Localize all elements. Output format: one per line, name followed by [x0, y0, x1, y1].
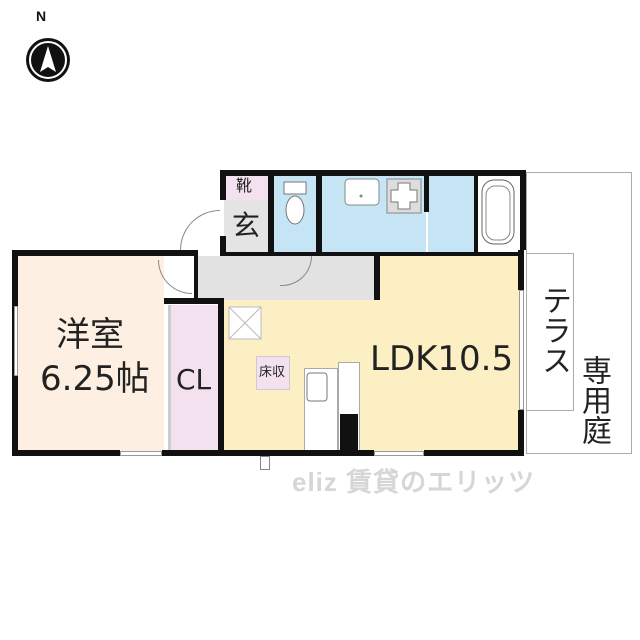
terrace-label: テラス — [536, 285, 571, 375]
shoe-box — [224, 176, 270, 200]
ldk — [376, 256, 522, 452]
wall — [268, 172, 274, 256]
wall — [518, 250, 524, 290]
compass-north-label: N — [36, 8, 47, 24]
wall — [164, 298, 224, 304]
wall — [220, 170, 526, 176]
wall — [194, 254, 198, 300]
entrance-label: 玄 — [232, 209, 261, 242]
sink-icon — [344, 178, 380, 206]
wall — [12, 450, 120, 456]
window — [374, 451, 424, 456]
window — [519, 290, 524, 410]
toilet-icon — [283, 181, 307, 225]
western-room-size: 6.25帖 — [40, 359, 150, 399]
dressing-area — [428, 176, 478, 252]
wall — [220, 236, 226, 256]
closet-label: CL — [176, 363, 212, 396]
shoe-box-label: 靴 — [236, 176, 253, 195]
wall — [474, 176, 478, 252]
western-room — [16, 253, 164, 451]
private-garden-label: 専用庭 — [576, 355, 611, 445]
watermark: eliz 賃貸のエリッツ — [292, 467, 536, 497]
wall — [218, 300, 224, 454]
kitchen-sink-icon — [306, 372, 328, 402]
entrance-door[interactable] — [180, 210, 220, 250]
wall — [316, 172, 322, 256]
wall — [424, 450, 524, 456]
ldk-label: LDK10.5 — [370, 339, 514, 379]
floor-storage — [256, 356, 290, 390]
compass-icon — [26, 38, 70, 82]
wall — [374, 254, 380, 300]
bathtub-icon — [481, 179, 515, 245]
pillar-icon — [228, 306, 262, 340]
wall — [12, 250, 198, 256]
kitchen-partition — [340, 414, 358, 452]
wall — [518, 410, 524, 456]
terrace-area — [526, 253, 574, 411]
wall — [220, 170, 226, 200]
closet — [168, 305, 220, 451]
window — [14, 306, 18, 376]
wall — [424, 176, 429, 212]
western-room-label: 洋室 — [56, 315, 124, 355]
floor-storage-label: 床収 — [259, 365, 286, 380]
wall — [162, 450, 374, 456]
washing-machine-icon — [386, 178, 422, 214]
exterior-door[interactable] — [260, 456, 270, 470]
entrance — [224, 200, 270, 254]
wall — [520, 170, 526, 250]
compass-ring — [29, 41, 67, 79]
window — [120, 451, 162, 456]
north-arrow-icon — [40, 46, 56, 72]
